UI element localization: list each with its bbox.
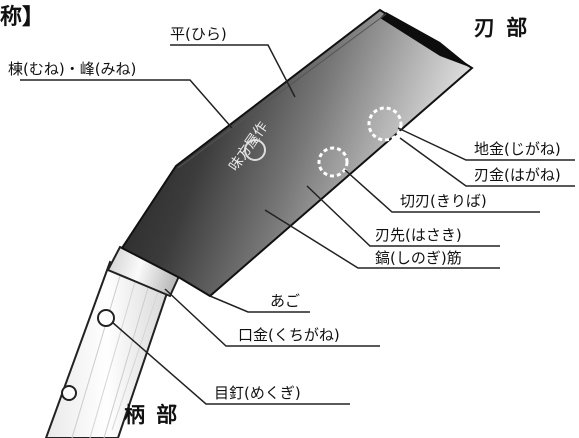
label-hira: 平(ひら) (170, 25, 227, 43)
blade-back-edge (380, 12, 472, 68)
section-blade: 刃 部 (474, 16, 530, 40)
rivet-lower (61, 385, 77, 401)
label-hagane: 刃金(はがね) (474, 166, 561, 184)
section-handle: 柄 部 (124, 403, 180, 427)
shinogi-line (177, 13, 387, 169)
label-hasaki: 刃先(はさき) (375, 226, 462, 244)
jigane-marker (367, 106, 403, 142)
label-shinogi: 鎬(しのぎ)筋 (375, 249, 462, 267)
label-jigane: 地金(じがね) (474, 140, 561, 158)
label-kuchigane: 口金(くちがね) (238, 326, 340, 344)
diagram-heading: 称】 (0, 5, 45, 30)
leader-lines (20, 44, 575, 405)
kiriba-marker (317, 146, 349, 178)
label-kiriba: 切刃(きりば) (400, 192, 487, 210)
label-mekugi: 目釘(めくぎ) (214, 384, 301, 402)
label-ago: あご (270, 292, 301, 310)
rivet-upper (97, 309, 115, 327)
label-mune: 棟(むね)・峰(みね) (8, 60, 137, 78)
maker-mark (244, 139, 266, 161)
